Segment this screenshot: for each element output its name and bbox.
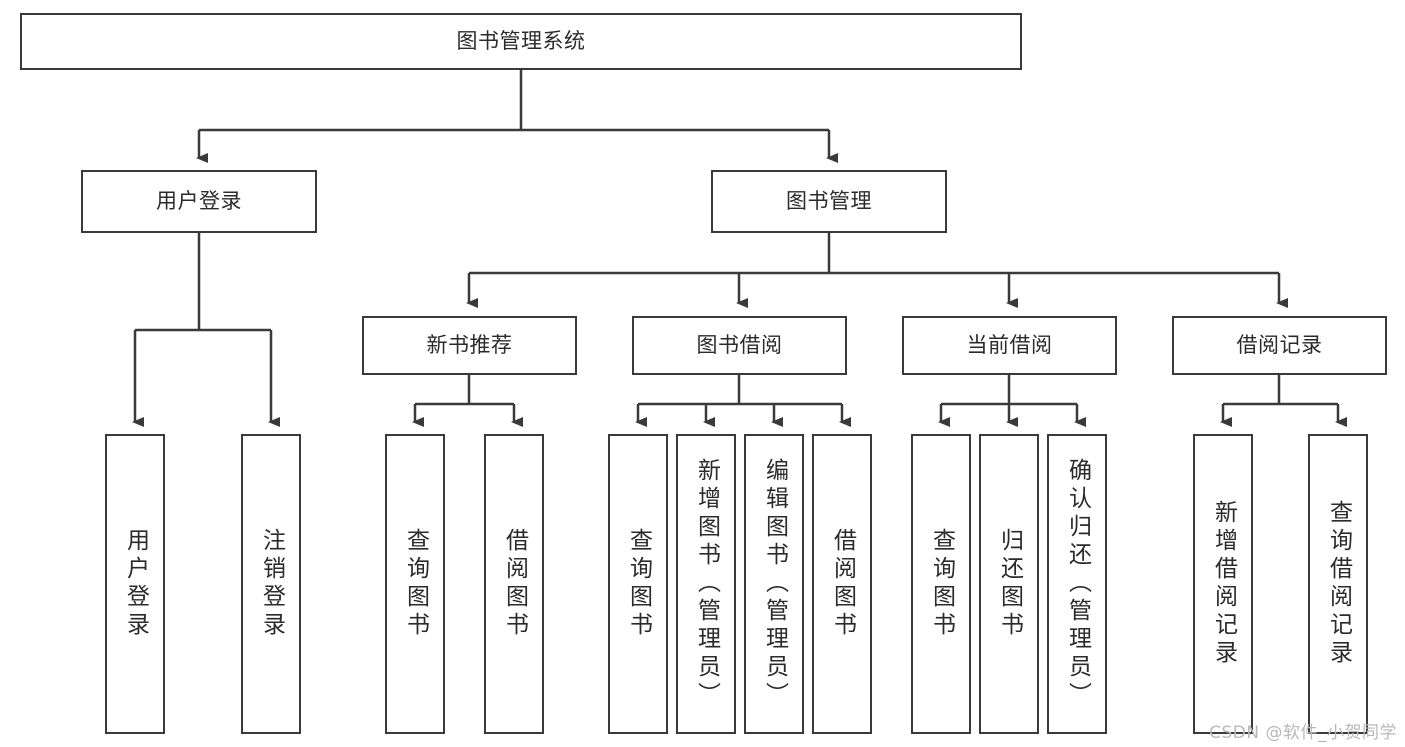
node-label: 归还图书 — [996, 528, 1023, 640]
leaf-user-login-signout[interactable]: 注销登录 — [241, 434, 301, 734]
leaf-records-add-record[interactable]: 新增借阅记录 — [1193, 434, 1253, 734]
node-label: 当前借阅 — [966, 333, 1053, 358]
leaf-borrow-edit-book[interactable]: 编辑图书（管理员） — [744, 434, 804, 734]
leaf-borrow-borrow-book[interactable]: 借阅图书 — [812, 434, 872, 734]
node-new-book-recommend[interactable]: 新书推荐 — [362, 316, 577, 375]
node-label: 借阅记录 — [1236, 333, 1323, 358]
leaf-current-confirm-return[interactable]: 确认归还（管理员） — [1047, 434, 1107, 734]
leaf-current-return-book[interactable]: 归还图书 — [979, 434, 1039, 734]
leaf-user-login-signin[interactable]: 用户登录 — [105, 434, 165, 734]
leaf-new-book-borrow[interactable]: 借阅图书 — [484, 434, 544, 734]
node-label: 查询借阅记录 — [1325, 500, 1352, 668]
node-book-borrow[interactable]: 图书借阅 — [632, 316, 847, 375]
leaf-borrow-query-book[interactable]: 查询图书 — [608, 434, 668, 734]
node-label: 确认归还（管理员） — [1064, 458, 1091, 710]
node-label: 新增图书（管理员） — [693, 458, 720, 710]
leaf-new-book-query[interactable]: 查询图书 — [385, 434, 445, 734]
node-label: 查询图书 — [402, 528, 429, 640]
node-user-login[interactable]: 用户登录 — [81, 170, 317, 233]
node-label: 用户登录 — [156, 189, 242, 214]
node-label: 查询图书 — [928, 528, 955, 640]
node-label: 借阅图书 — [501, 528, 528, 640]
leaf-borrow-add-book[interactable]: 新增图书（管理员） — [676, 434, 736, 734]
node-label: 借阅图书 — [829, 528, 856, 640]
node-current-borrow[interactable]: 当前借阅 — [902, 316, 1117, 375]
node-label: 用户登录 — [122, 528, 149, 640]
node-book-management[interactable]: 图书管理 — [711, 170, 947, 233]
watermark: CSDN @软件_小贺同学 — [1209, 723, 1397, 743]
node-label: 新增借阅记录 — [1210, 500, 1237, 668]
node-label: 图书借阅 — [696, 333, 783, 358]
leaf-records-query-record[interactable]: 查询借阅记录 — [1308, 434, 1368, 734]
node-label: 图书管理系统 — [456, 29, 586, 54]
node-borrow-records[interactable]: 借阅记录 — [1172, 316, 1387, 375]
node-root-system[interactable]: 图书管理系统 — [20, 13, 1022, 70]
node-label: 编辑图书（管理员） — [761, 458, 788, 710]
node-label: 注销登录 — [258, 528, 285, 640]
node-label: 新书推荐 — [426, 333, 513, 358]
node-label: 查询图书 — [625, 528, 652, 640]
node-label: 图书管理 — [786, 189, 872, 214]
leaf-current-query-book[interactable]: 查询图书 — [911, 434, 971, 734]
